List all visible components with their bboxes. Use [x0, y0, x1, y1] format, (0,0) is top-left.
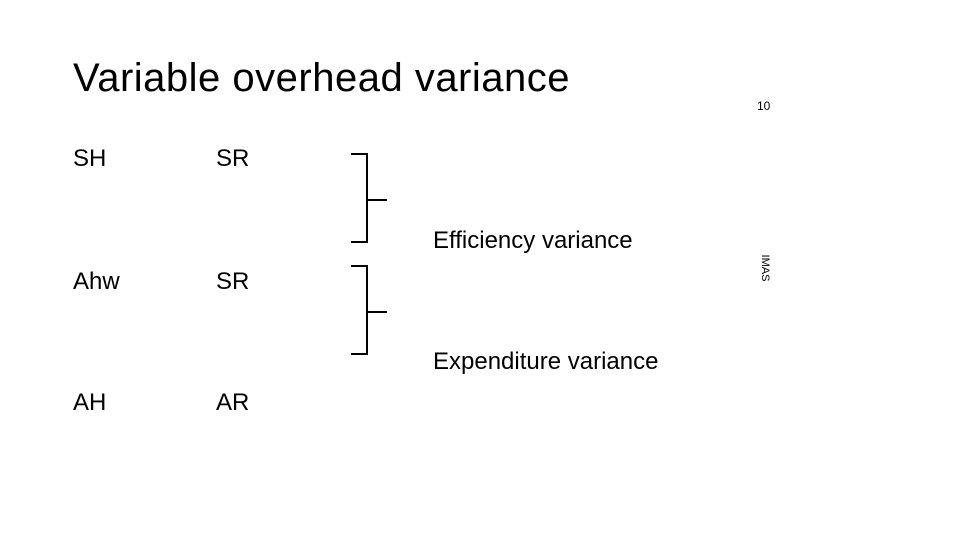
row-1-hours: SH [73, 145, 107, 172]
row-2-rate: SR [216, 268, 250, 295]
slide-number: 10 [757, 99, 771, 113]
side-label-text: IMAS [759, 254, 771, 282]
row-2-hours: Ahw [73, 268, 120, 295]
efficiency-variance-label: Efficiency variance [433, 227, 633, 254]
expenditure-bracket [345, 260, 395, 360]
row-3-rate: AR [216, 389, 250, 416]
row-1-rate: SR [216, 145, 250, 172]
row-3-hours: AH [73, 389, 107, 416]
efficiency-bracket [345, 148, 395, 248]
side-label: IMAS [755, 248, 775, 288]
expenditure-variance-label: Expenditure variance [433, 348, 659, 375]
slide-title: Variable overhead variance [73, 56, 571, 100]
